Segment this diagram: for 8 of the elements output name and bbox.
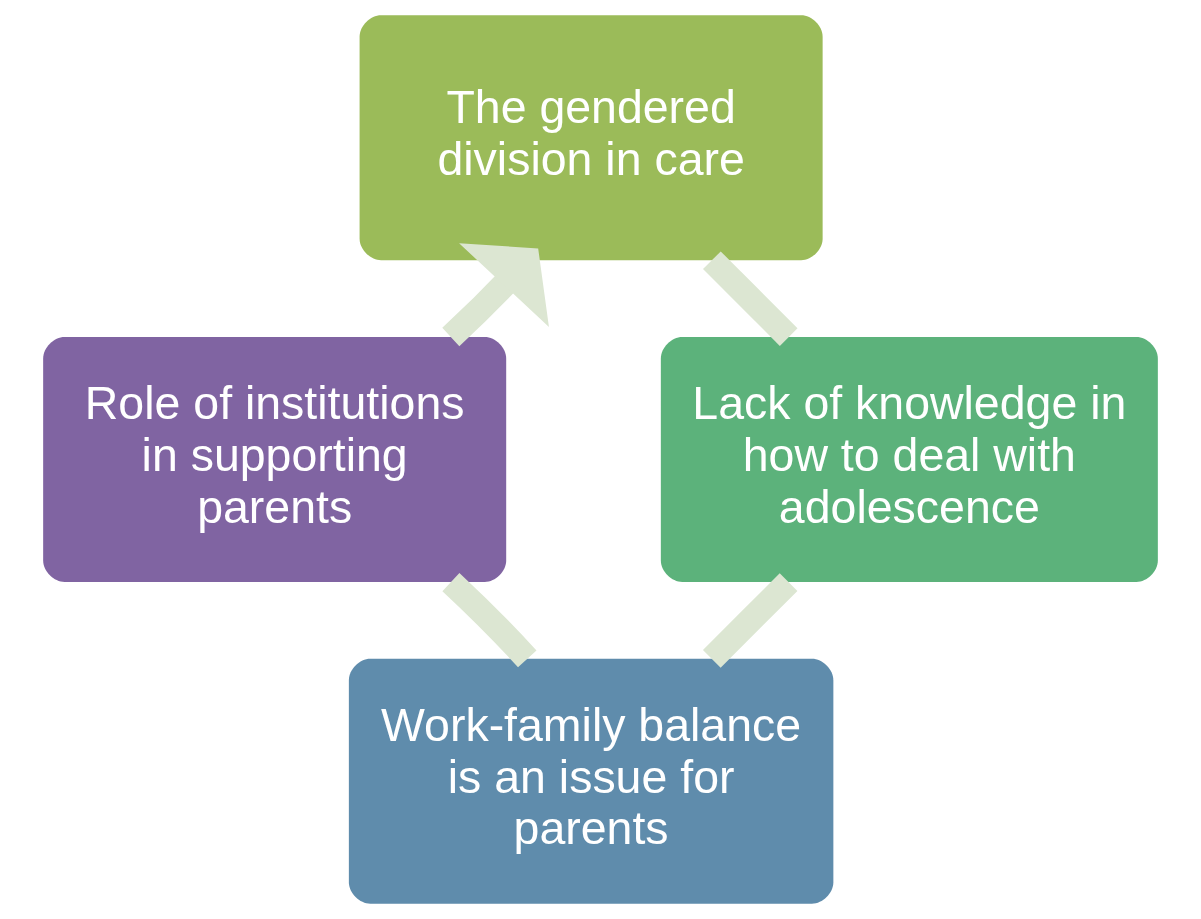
node-box: The gendered division in care [359,15,823,261]
connector [702,573,798,668]
node-box: Work-family balance is an issue for parents [348,658,834,904]
node-box: Lack of knowledge in how to deal with adolescence [660,337,1158,582]
arrow [442,243,549,347]
connector [442,572,537,668]
connector [703,251,798,346]
node-box: Role of institutions in supporting parents [43,337,507,582]
